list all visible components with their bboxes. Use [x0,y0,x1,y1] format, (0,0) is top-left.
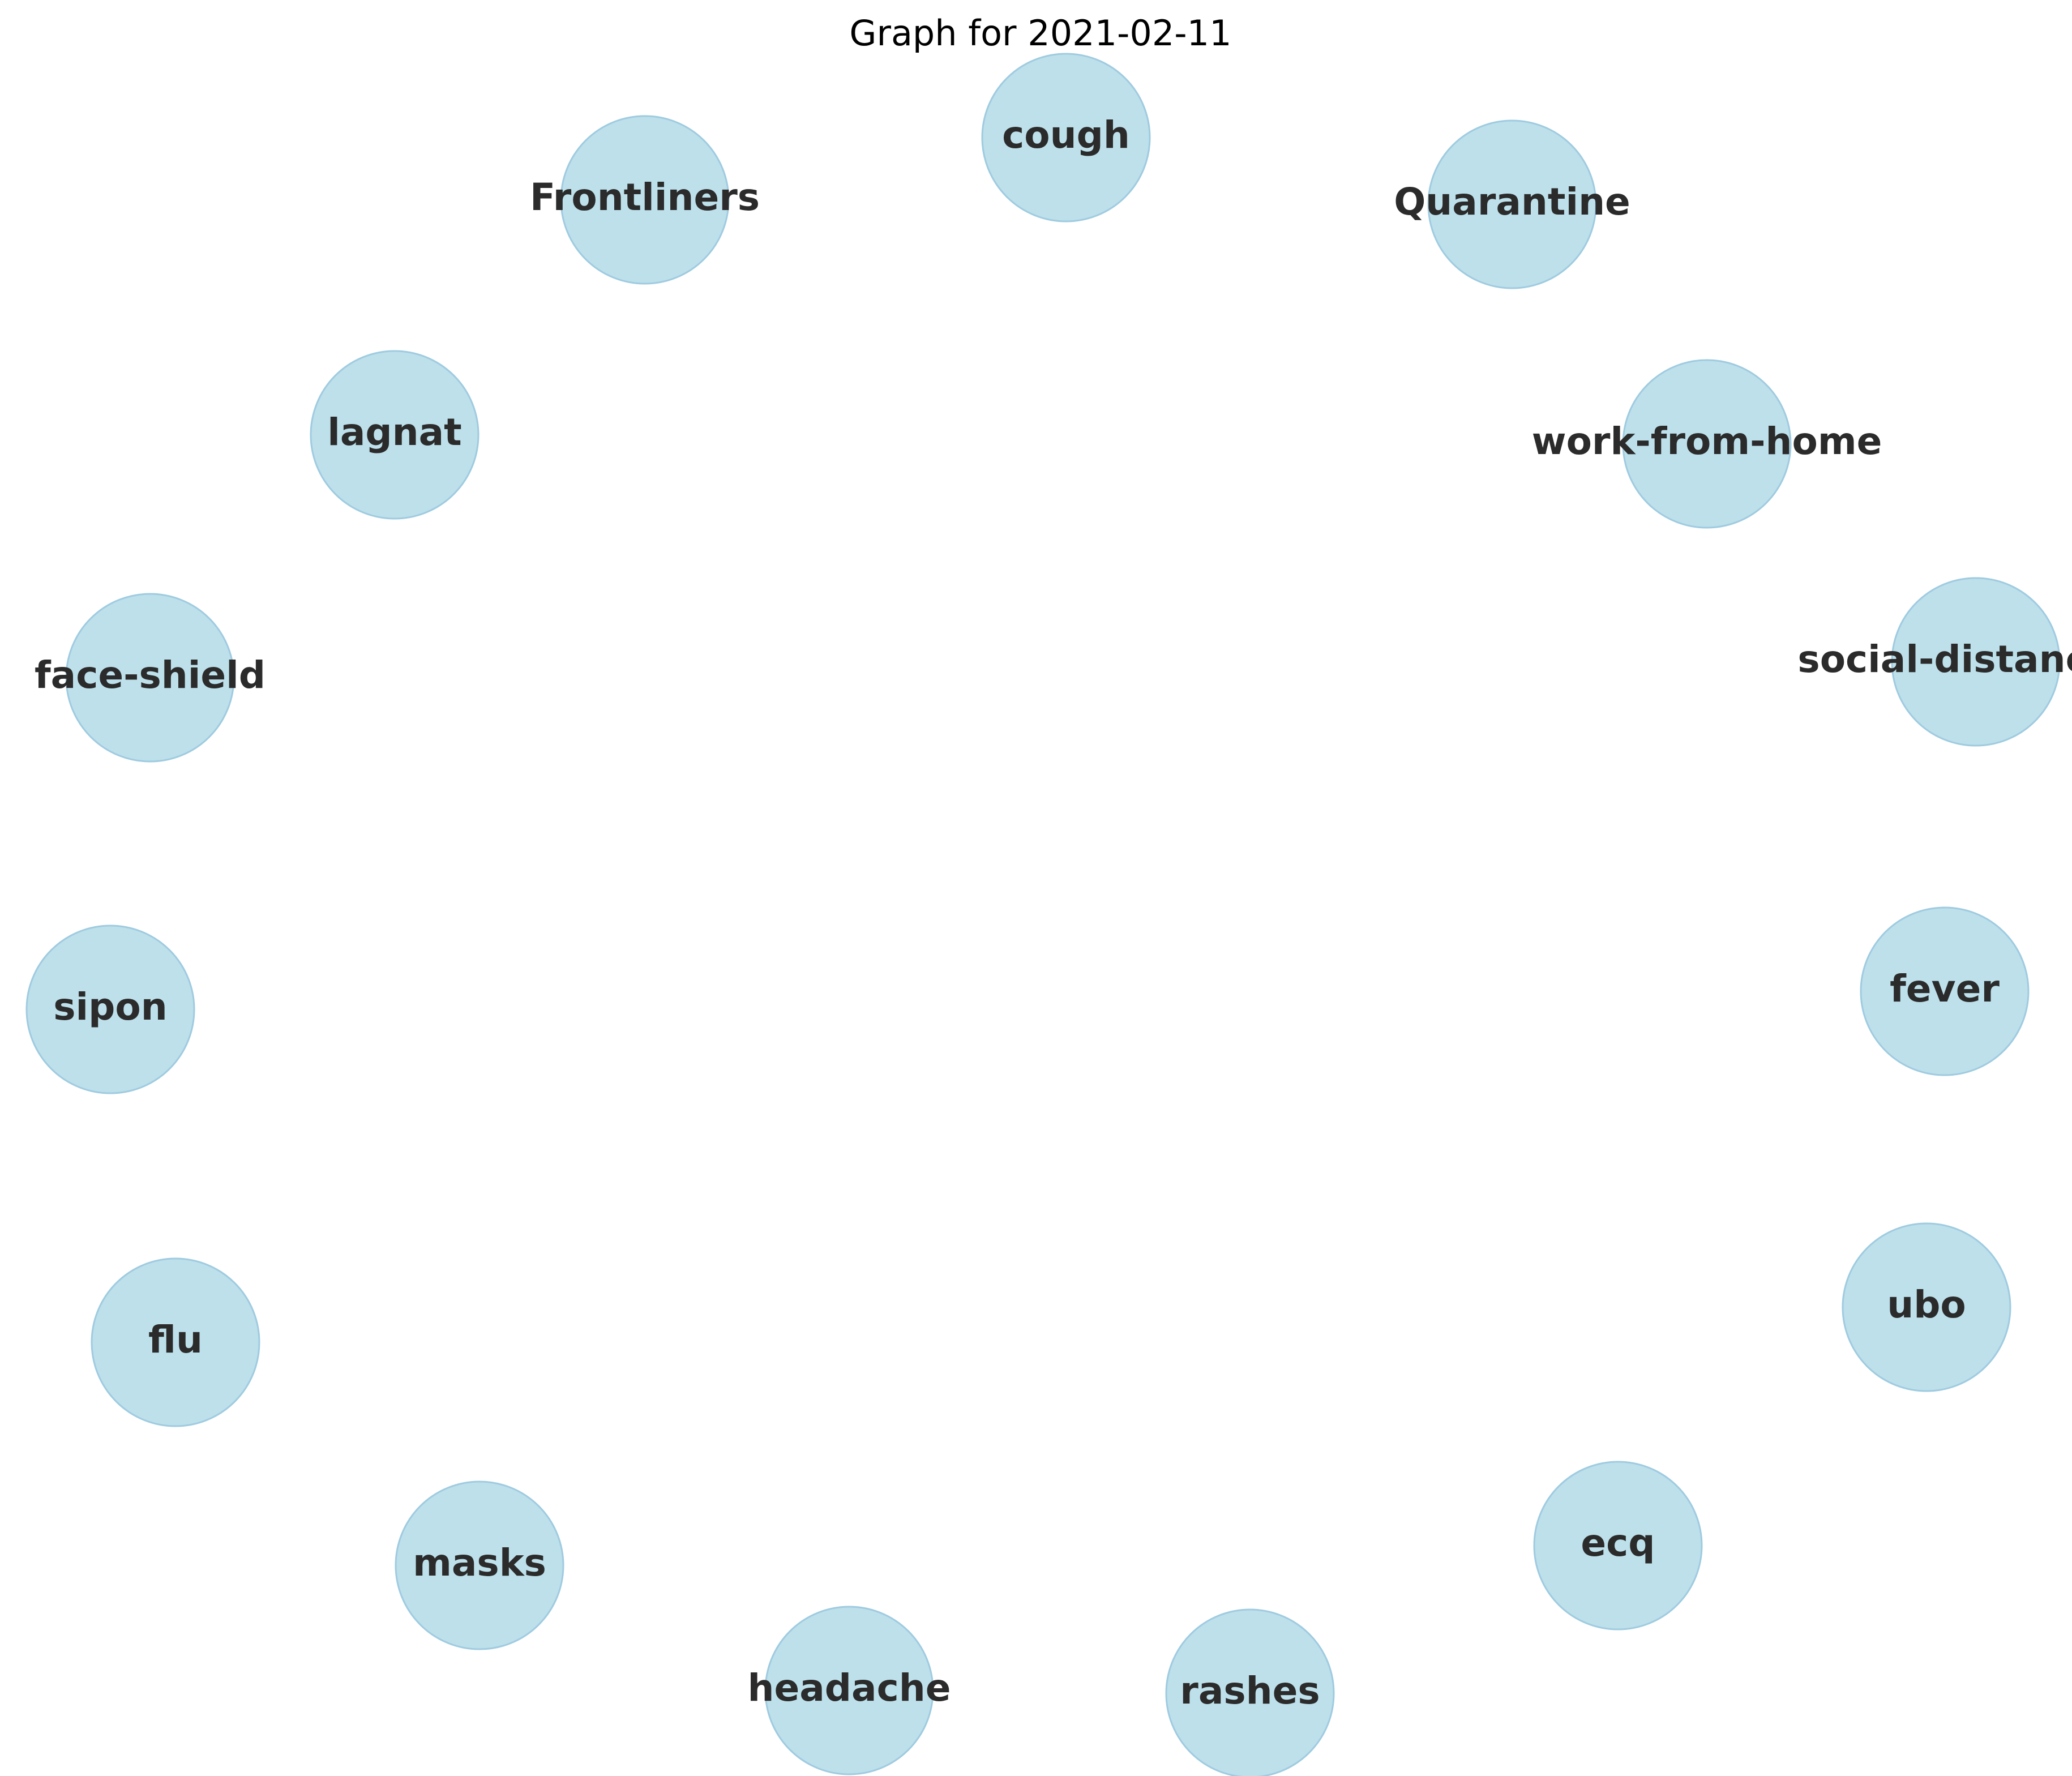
node-fever[interactable]: fever [1860,906,2030,1076]
node-label: fever [1890,967,2000,1011]
node-circle [764,1606,934,1775]
node-label: lagnat [327,410,461,454]
node-circle [25,925,195,1094]
graph-title: Graph for 2021-02-11 [849,12,1231,54]
node-circle [1165,1608,1335,1776]
node-label: social-distancing [1797,637,2072,681]
node-ecq[interactable]: ecq [1533,1461,1703,1631]
node-headache[interactable]: headache [748,1606,951,1775]
node-quarantine[interactable]: Quarantine [1394,119,1630,289]
node-label: cough [1002,113,1130,157]
node-label: ubo [1887,1283,1966,1326]
node-label: masks [413,1541,546,1585]
node-circle [981,53,1151,222]
node-sipon[interactable]: sipon [25,925,195,1094]
node-frontliners[interactable]: Frontliners [530,115,760,285]
node-label: headache [748,1666,951,1710]
node-label: flu [148,1318,203,1362]
node-face-shield[interactable]: face-shield [35,593,266,763]
node-label: work-from-home [1532,420,1882,463]
node-label: Frontliners [530,176,760,219]
node-flu[interactable]: flu [91,1257,260,1427]
node-label: sipon [53,985,167,1029]
node-label: face-shield [35,653,266,697]
node-circle [395,1480,564,1650]
node-circle [1891,577,2061,747]
node-circle [560,115,730,285]
node-circle [1427,119,1597,289]
node-ubo[interactable]: ubo [1842,1222,2011,1392]
node-circle [1842,1222,2011,1392]
node-circle [1533,1461,1703,1631]
node-circle [1622,359,1792,529]
node-label: Quarantine [1394,180,1630,224]
node-cough[interactable]: cough [981,53,1151,222]
node-masks[interactable]: masks [395,1480,564,1650]
node-work-from-home[interactable]: work-from-home [1532,359,1882,529]
node-circle [91,1257,260,1427]
node-label: rashes [1180,1669,1320,1713]
node-circle [1860,906,2030,1076]
node-rashes[interactable]: rashes [1165,1608,1335,1776]
node-lagnat[interactable]: lagnat [310,350,480,520]
node-social-distancing[interactable]: social-distancing [1797,577,2072,747]
node-label: ecq [1581,1521,1655,1565]
node-circle [310,350,480,520]
node-circle [65,593,235,763]
